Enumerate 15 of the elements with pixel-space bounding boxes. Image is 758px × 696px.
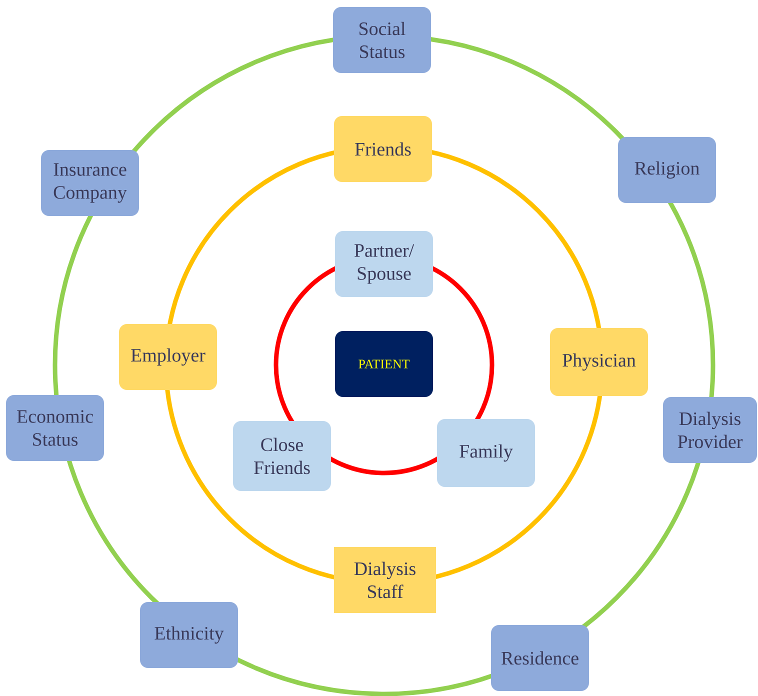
ring-box: Residence: [491, 624, 589, 691]
inner-box: Close Friends: [233, 421, 331, 491]
ring-box: Dialysis Provider: [663, 396, 757, 463]
ring-box: Employer: [119, 324, 217, 390]
ring-box: Ethnicity: [140, 602, 238, 668]
ring-box: Religion: [618, 137, 716, 203]
ring-box: Economic Status: [6, 394, 104, 461]
ring-box: Dialysis Staff: [334, 546, 436, 613]
ring-box: Social Status: [333, 7, 431, 73]
center-box: PATIENT: [335, 330, 433, 397]
inner-box: Family: [437, 418, 535, 487]
ring-box: Friends: [334, 116, 432, 182]
ring-box: Physician: [550, 328, 648, 396]
ring-box: Insurance Company: [41, 150, 139, 216]
inner-box: Partner/ Spouse: [335, 231, 433, 297]
